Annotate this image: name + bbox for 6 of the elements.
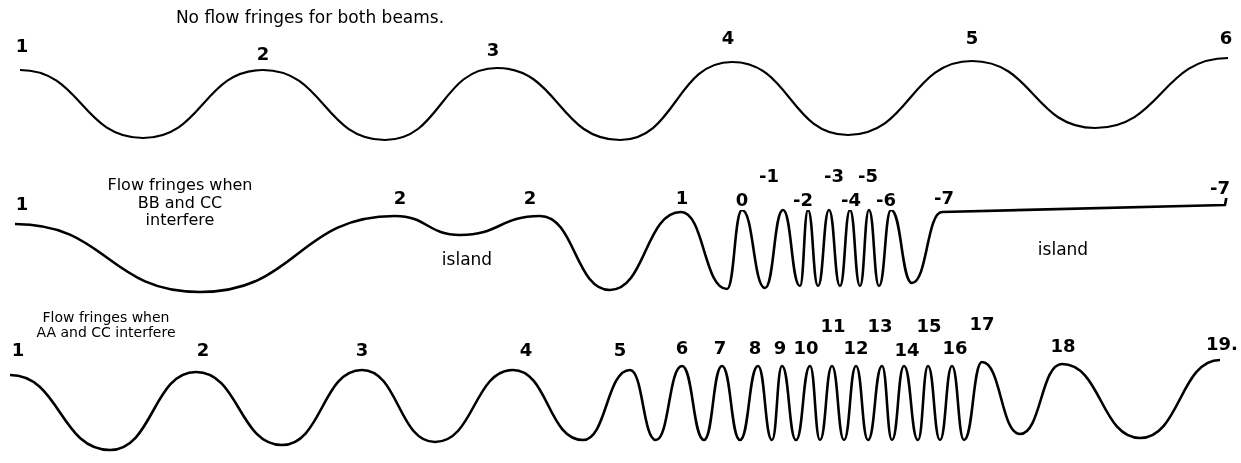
fringe-number: -4	[841, 190, 861, 210]
fringe-number: -7	[1210, 178, 1230, 198]
fringe-number: -6	[876, 190, 896, 210]
annotation-text: No flow fringes for both beams.	[175, 8, 445, 27]
fringe-number: 0	[735, 190, 749, 210]
fringe-number: -2	[793, 190, 813, 210]
